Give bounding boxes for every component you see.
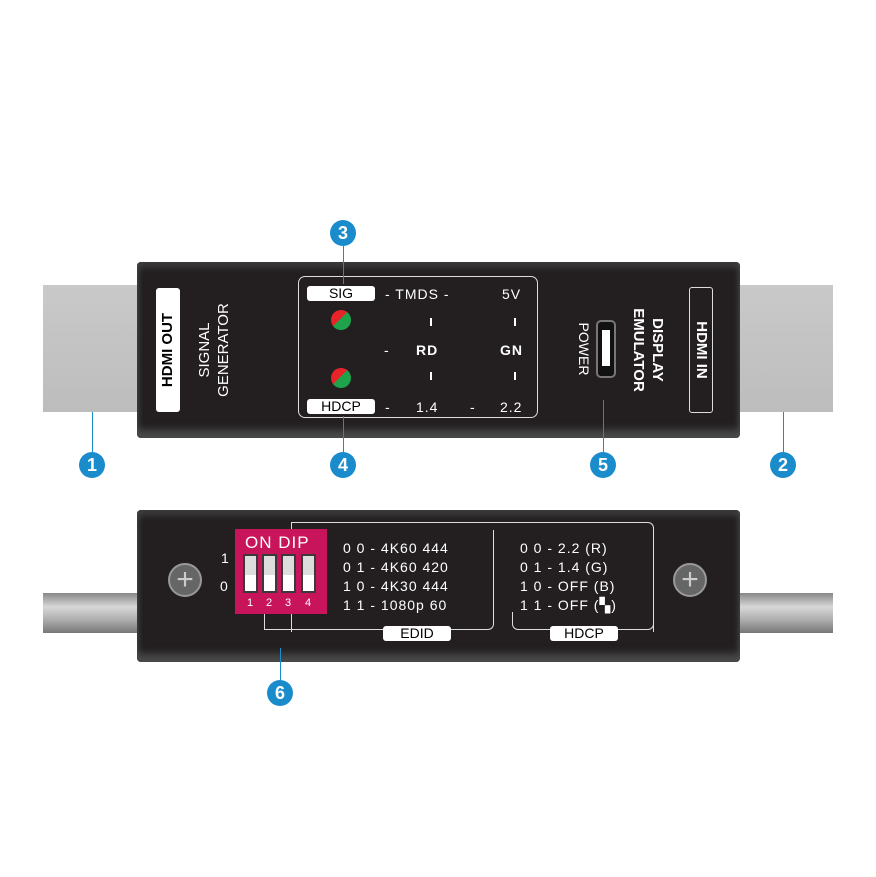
dip-switch-3[interactable]: [281, 554, 296, 593]
gn-label: GN: [500, 342, 523, 358]
edid-option: 0 1 - 4K60 420: [343, 559, 449, 575]
callout-5: 5: [590, 452, 616, 478]
dash: -: [470, 399, 476, 415]
callout-3: 3: [330, 220, 356, 246]
right-rod: [738, 593, 833, 633]
display-text: DISPLAY: [649, 318, 666, 382]
hdmi-in-label: HDMI IN: [689, 287, 713, 413]
edid-option: 1 0 - 4K30 444: [343, 578, 449, 594]
callout-line: [783, 412, 784, 452]
dip-switch-1[interactable]: [243, 554, 258, 593]
callout-line: [343, 416, 344, 452]
hdmi-out-connector: [43, 285, 139, 412]
right-screw-icon: +: [673, 563, 707, 597]
hdcp-label: HDCP: [307, 399, 375, 414]
5v-label: 5V: [502, 286, 522, 302]
callout-2: 2: [770, 452, 796, 478]
hdmi-in-connector: [738, 285, 833, 412]
dip-switch-block: ON DIP 1 2 3 4: [235, 529, 327, 614]
tick: [514, 372, 516, 380]
dip-title: ON DIP: [245, 533, 310, 552]
signal-text: SIGNAL: [196, 322, 213, 378]
tmds-label: - TMDS -: [385, 286, 450, 302]
dip-switch-4[interactable]: [301, 554, 316, 593]
callout-line: [343, 246, 344, 284]
hdcp-led: [331, 368, 351, 388]
hdcp-option: 0 1 - 1.4 (G): [520, 559, 609, 575]
top-device-body: [137, 262, 740, 438]
edid-option: 1 1 - 1080p 60: [343, 597, 448, 613]
dash: -: [385, 399, 391, 415]
switch-number: 4: [305, 597, 312, 609]
power-port[interactable]: [596, 320, 616, 378]
rd-label: RD: [416, 342, 439, 358]
hdcp-2-2-label: 2.2: [500, 399, 523, 415]
left-rod: [43, 593, 139, 633]
switch-number: 3: [285, 597, 292, 609]
hdcp-option: 0 0 - 2.2 (R): [520, 540, 608, 556]
power-label: POWER: [576, 322, 592, 376]
hdcp-1-4-label: 1.4: [416, 399, 439, 415]
callout-1: 1: [79, 452, 105, 478]
hdmi-out-label: HDMI OUT: [156, 288, 180, 412]
dash: -: [384, 342, 390, 358]
position-1-label: 1: [221, 550, 230, 566]
tick: [430, 318, 432, 326]
indicator-bracket: [298, 276, 538, 418]
position-0-label: 0: [220, 578, 229, 594]
callout-6: 6: [267, 680, 293, 706]
hdcp-section-label: HDCP: [550, 626, 618, 641]
hdcp-option: 1 0 - OFF (B): [520, 578, 616, 594]
port-opening: [602, 330, 610, 366]
hdcp-option: 1 1 - OFF (▚): [520, 597, 617, 613]
edid-option: 0 0 - 4K60 444: [343, 540, 449, 556]
callout-line: [92, 412, 93, 452]
callout-4: 4: [330, 452, 356, 478]
dip-switch-2[interactable]: [262, 554, 277, 593]
edid-label: EDID: [383, 626, 451, 641]
sig-label: SIG: [307, 286, 375, 301]
tick: [514, 318, 516, 326]
emulator-text: EMULATOR: [630, 308, 647, 392]
sig-led: [331, 310, 351, 330]
callout-line: [603, 400, 604, 452]
callout-line: [280, 648, 281, 680]
switch-number: 1: [247, 597, 254, 609]
switch-number: 2: [266, 597, 273, 609]
tick: [430, 372, 432, 380]
left-screw-icon: +: [168, 563, 202, 597]
generator-text: GENERATOR: [215, 303, 232, 397]
